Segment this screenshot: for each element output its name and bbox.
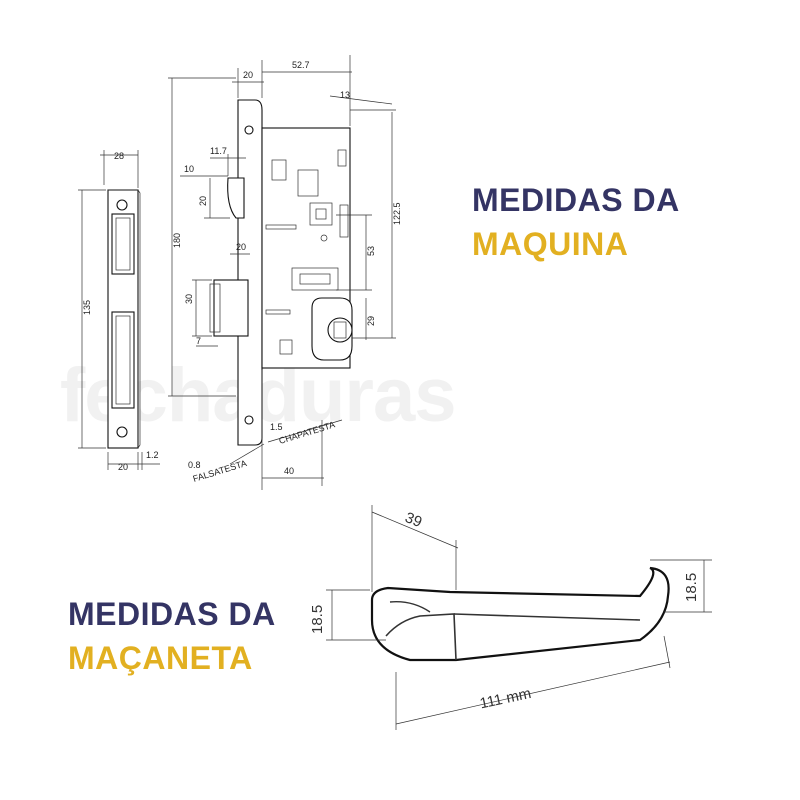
dim-bolt-height: 30: [184, 294, 194, 304]
dim-strike-height: 135: [82, 300, 92, 315]
lock-body: [237, 99, 353, 446]
door-handle: [370, 566, 670, 662]
dim-backset: 52.7: [292, 60, 310, 70]
dim-faceplate-width: 20: [243, 70, 253, 80]
heading-maquina-line1: MEDIDAS DA: [472, 182, 680, 218]
dim-strike-thickness: 1.2: [146, 450, 159, 460]
dim-latch-offset: 11.7: [210, 146, 227, 156]
heading-macaneta-line2: MAÇANETA: [68, 640, 253, 676]
dim-bolt-offset: 20: [236, 242, 246, 252]
dim-chapatesta-thickness: 1.5: [270, 422, 283, 432]
dim-bolt-bottom: 7: [196, 336, 201, 346]
strike-plate: [107, 189, 141, 449]
strike-plate-dimensions: 28 135 20 1.2: [78, 150, 160, 472]
dim-latch-height: 20: [198, 196, 208, 206]
heading-maquina-line2: MAQUINA: [472, 226, 629, 262]
dim-end-height: 18.5: [683, 573, 700, 602]
label-chapatesta: CHAPATESTA: [278, 419, 336, 446]
dim-top-offset: 13: [340, 90, 350, 100]
dim-latch-gap: 10: [184, 164, 194, 174]
dim-spindle-cylinder: 53: [366, 246, 376, 256]
dim-total-length: 111 mm: [478, 685, 532, 712]
dim-strike-width: 28: [114, 151, 124, 161]
dim-falsatesta-thickness: 0.8: [188, 460, 201, 470]
latch-and-bolt: [209, 177, 249, 337]
dim-lever-width: 39: [403, 509, 425, 531]
dim-total-height: 180: [172, 233, 182, 248]
dim-cylinder-offset: 29: [366, 316, 376, 326]
dim-rose-height: 18.5: [309, 605, 326, 634]
dim-strike-bottom: 20: [118, 462, 128, 472]
heading-macaneta-line1: MEDIDAS DA: [68, 596, 276, 632]
dim-case-height: 122.5: [392, 202, 402, 225]
dim-depth: 40: [284, 466, 294, 476]
